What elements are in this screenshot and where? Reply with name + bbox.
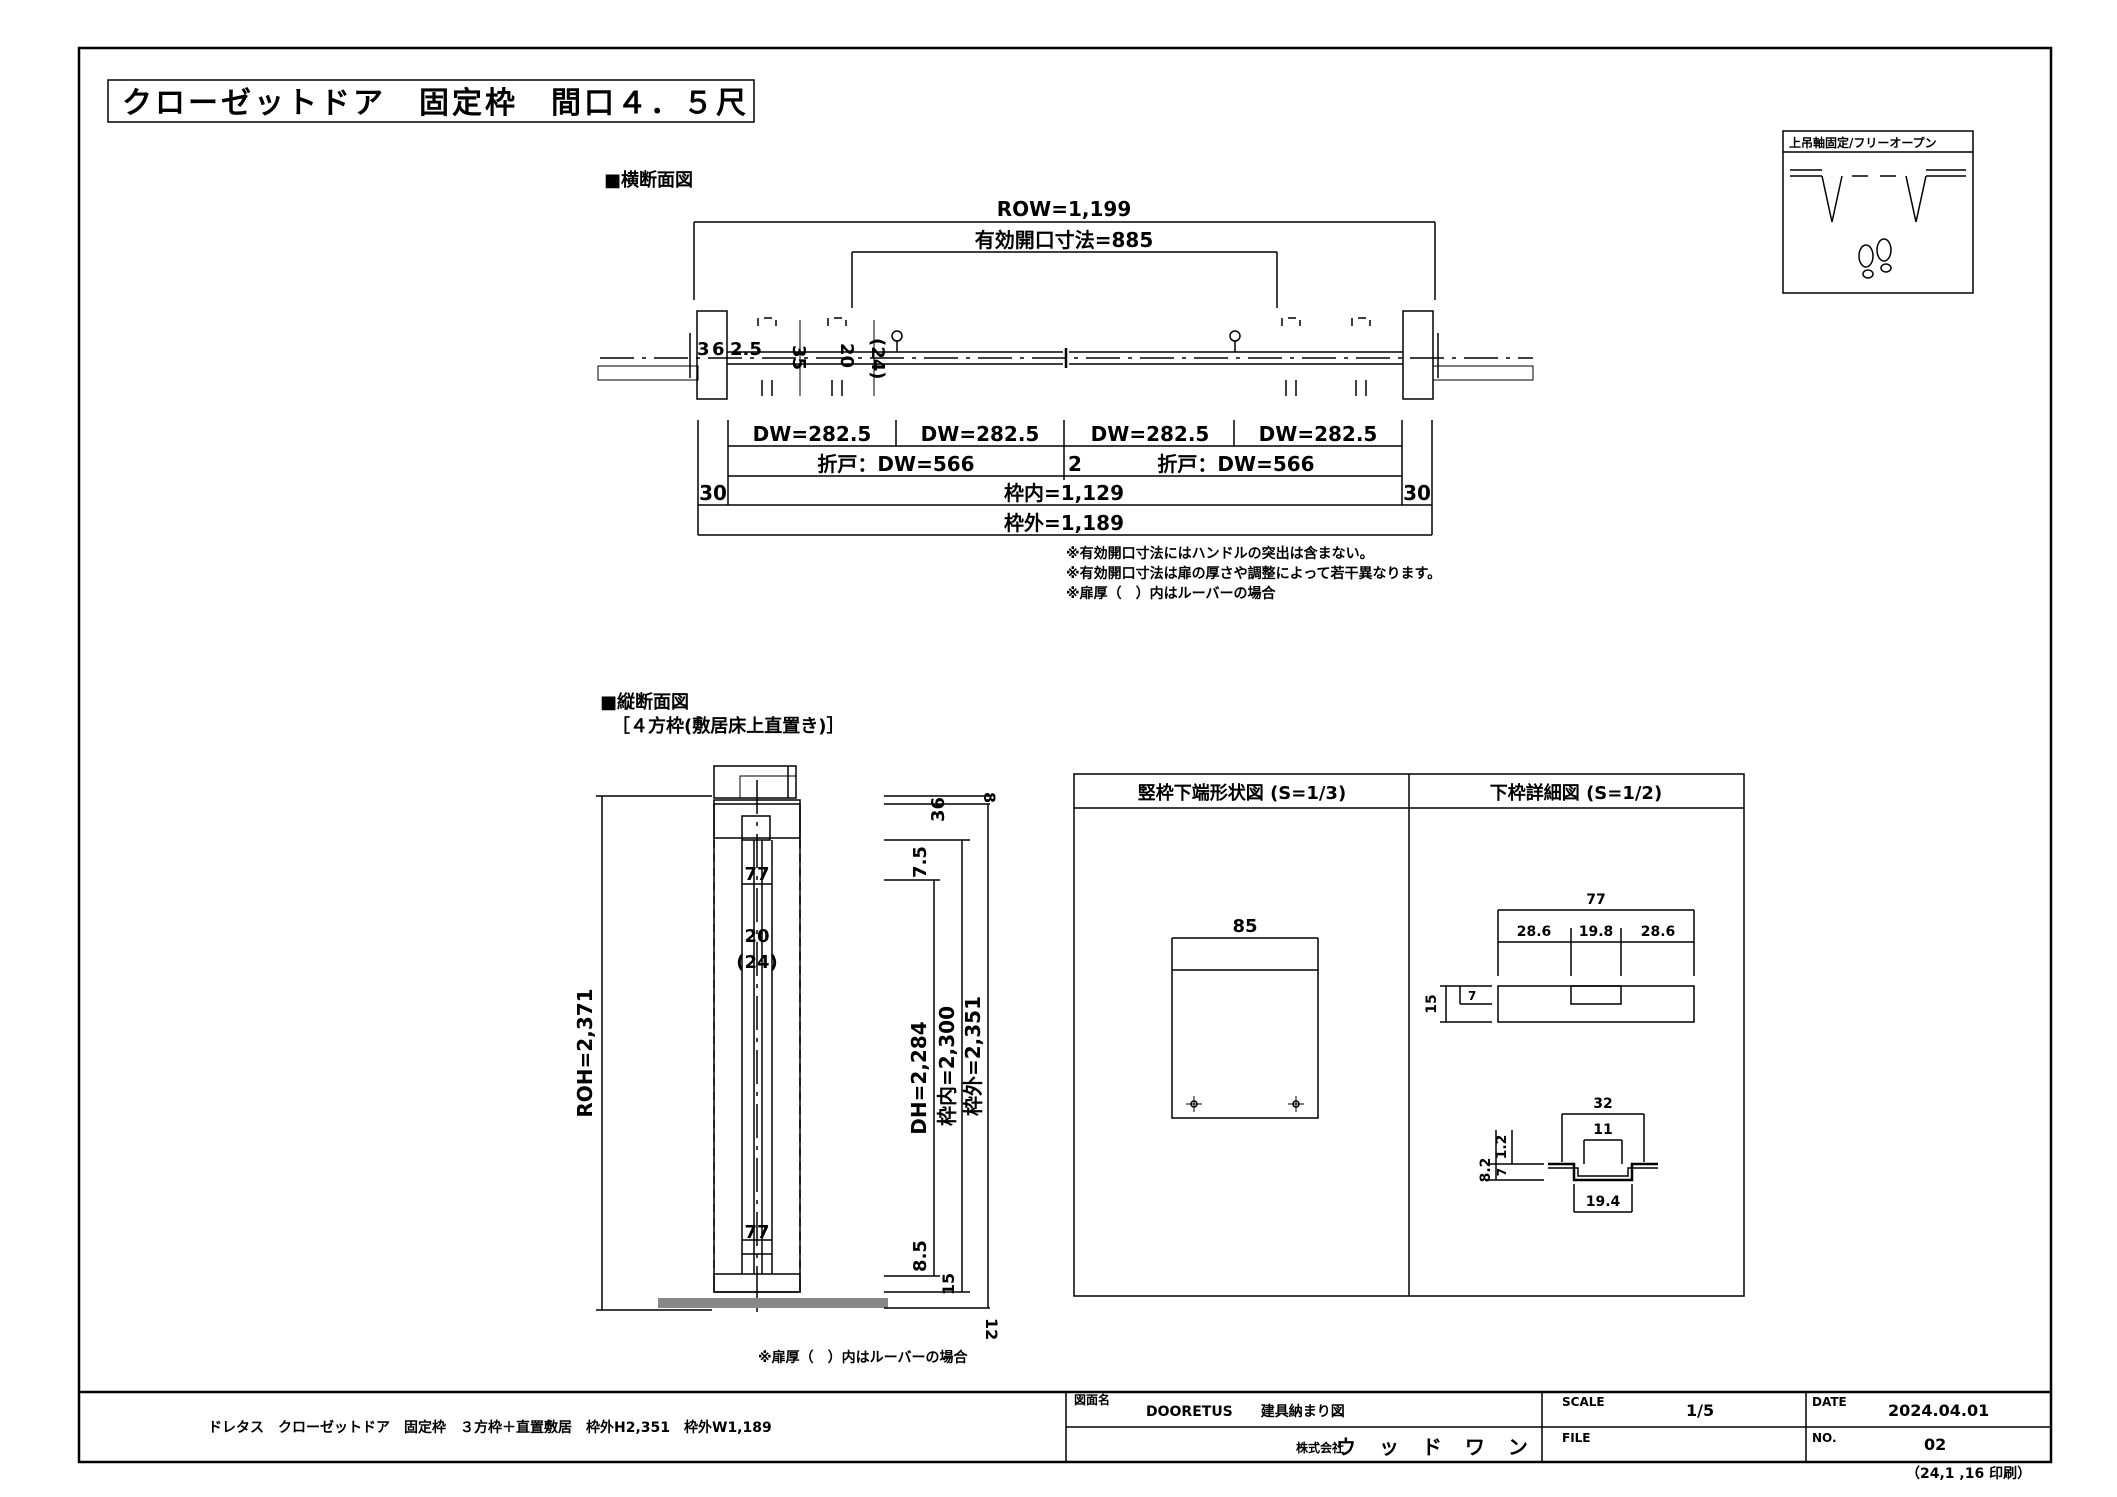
dim-20-vert: 20: [744, 926, 769, 947]
footprints-icon: [1858, 238, 1892, 279]
legend-box: 上吊軸固定/フリーオープン: [1782, 130, 1974, 294]
inner-height-dimension: 枠内=2,300: [935, 1006, 959, 1126]
title-block: ドレタス クローゼットドア 固定枠 ３方枠＋直置敷居 枠外H2,351 枠外W1…: [79, 1390, 2051, 1462]
sill-width-dim: 77: [1586, 892, 1605, 908]
section-heading: ■縦断面図: [600, 691, 689, 713]
dim-36: 36: [928, 797, 949, 822]
jamb-end-shape: [1171, 969, 1319, 1119]
note-2: ※有効開口寸法は扉の厚さや調整によって若干異なります。: [1066, 565, 1441, 582]
detail-left-title: 竪枠下端形状図 (S=1/3): [1138, 782, 1346, 804]
floor: [658, 1298, 888, 1308]
no-value: 02: [1924, 1435, 1946, 1454]
rail-h7: 7: [1495, 1168, 1509, 1176]
rail-h82: 8.2: [1478, 1158, 1494, 1183]
sheet-border: [77, 46, 2053, 1464]
row-dimension: ROW=1,199: [997, 197, 1131, 221]
effective-opening-dimension: 有効開口寸法=885: [975, 228, 1154, 252]
sill-part-1: 28.6: [1517, 924, 1552, 940]
side-right: 30: [1403, 481, 1431, 505]
wall-left: [597, 365, 699, 381]
company-name: ウ ッ ド ワ ン: [1336, 1435, 1536, 1459]
dw-cell-2: DW=282.5: [921, 422, 1040, 446]
drawing-name-label: 図面名: [1074, 1392, 1110, 1407]
dw-cell-3: DW=282.5: [1091, 422, 1210, 446]
dim-35: 35: [788, 345, 809, 370]
dim-8: 8: [980, 792, 999, 803]
sill-h15: 15: [1424, 994, 1440, 1013]
rail-profile: [1548, 1162, 1658, 1182]
plan-heading: ■横断面図: [604, 169, 693, 191]
drawing-description: ドレタス クローゼットドア 固定枠 ３方枠＋直置敷居 枠外H2,351 枠外W1…: [208, 1419, 772, 1436]
center-gap: 2: [1068, 452, 1082, 476]
print-note: （24,1 ,16 印刷）: [1906, 1465, 2031, 1482]
dim-15: 15: [939, 1273, 958, 1295]
rail-h12: 1.2: [1494, 1135, 1510, 1160]
note-1: ※有効開口寸法にはハンドルの突出は含まない。: [1066, 545, 1374, 562]
scale-label: SCALE: [1562, 1395, 1605, 1409]
side-left: 30: [699, 481, 727, 505]
legend-label: 上吊軸固定/フリーオープン: [1789, 135, 1937, 150]
rail-mid-dim: 11: [1593, 1122, 1612, 1138]
scale-value: 1/5: [1686, 1401, 1714, 1420]
sill-part-3: 28.6: [1641, 924, 1676, 940]
sill-h7: 7: [1468, 989, 1476, 1003]
page-title: クローゼットドア 固定枠 間口４．５尺: [122, 86, 749, 121]
outer-height-dimension: 枠外=2,351: [961, 996, 985, 1116]
dim-24-vert: (24): [736, 952, 778, 973]
dim-2-5: 2.5: [730, 339, 762, 360]
company-label: 株式会社: [1296, 1440, 1344, 1455]
jamb-right: [1402, 310, 1434, 400]
roh-dimension: ROH=2,371: [573, 988, 597, 1117]
inner-dimension: 枠内=1,129: [1004, 481, 1124, 505]
sill-part-2: 19.8: [1579, 924, 1614, 940]
dim-77-top: 77: [744, 864, 769, 885]
no-label: NO.: [1812, 1431, 1837, 1445]
section-subheading: ［４方枠(敷居床上直置き)］: [612, 715, 844, 737]
dim-3: 3: [697, 339, 710, 360]
dim-8-5: 8.5: [910, 1240, 931, 1272]
dim-7-5: 7.5: [910, 846, 931, 878]
section-note: ※扉厚（ ）内はルーバーの場合: [758, 1349, 968, 1366]
detail-panel: 竪枠下端形状図 (S=1/3) 下枠詳細図 (S=1/2) 85 77 28.6…: [1073, 773, 1745, 1297]
wall-right: [1432, 365, 1534, 381]
fold-dw-right: 折戸：DW=566: [1157, 452, 1314, 476]
handle-right: [1229, 330, 1241, 342]
jamb-left: [696, 310, 728, 400]
file-label: FILE: [1562, 1431, 1591, 1445]
dim-20: 20: [836, 343, 857, 368]
jamb-width-dim: 85: [1232, 916, 1257, 937]
plan-view: ■横断面図 ROW=1,199 有効開口寸法=885: [597, 169, 1534, 602]
dim-6: 6: [712, 339, 725, 360]
drawing-name: DOORETUS 建具納まり図: [1146, 1403, 1345, 1420]
rail-bottom-dim: 19.4: [1586, 1194, 1621, 1210]
title-box: [107, 79, 755, 123]
fold-dw-left: 折戸：DW=566: [817, 452, 974, 476]
rail-width-dim: 32: [1593, 1096, 1612, 1112]
date-label: DATE: [1812, 1395, 1847, 1409]
dim-12: 12: [982, 1318, 1001, 1340]
date-value: 2024.04.01: [1888, 1401, 1989, 1420]
dw-cell-4: DW=282.5: [1259, 422, 1378, 446]
dim-24: (24): [867, 338, 888, 380]
detail-right-title: 下枠詳細図 (S=1/2): [1490, 782, 1662, 804]
handle-left: [891, 330, 903, 342]
folding-door-symbol: [1790, 169, 1966, 223]
note-3: ※扉厚（ ）内はルーバーの場合: [1066, 585, 1276, 602]
dw-cell-1: DW=282.5: [753, 422, 872, 446]
outer-dimension: 枠外=1,189: [1004, 511, 1124, 535]
dh-dimension: DH=2,284: [907, 1021, 931, 1134]
dim-77-bottom: 77: [744, 1222, 769, 1243]
section-view: ■縦断面図 ［４方枠(敷居床上直置き)］ 77 20 (24) 77 ROH=2…: [573, 691, 1001, 1366]
